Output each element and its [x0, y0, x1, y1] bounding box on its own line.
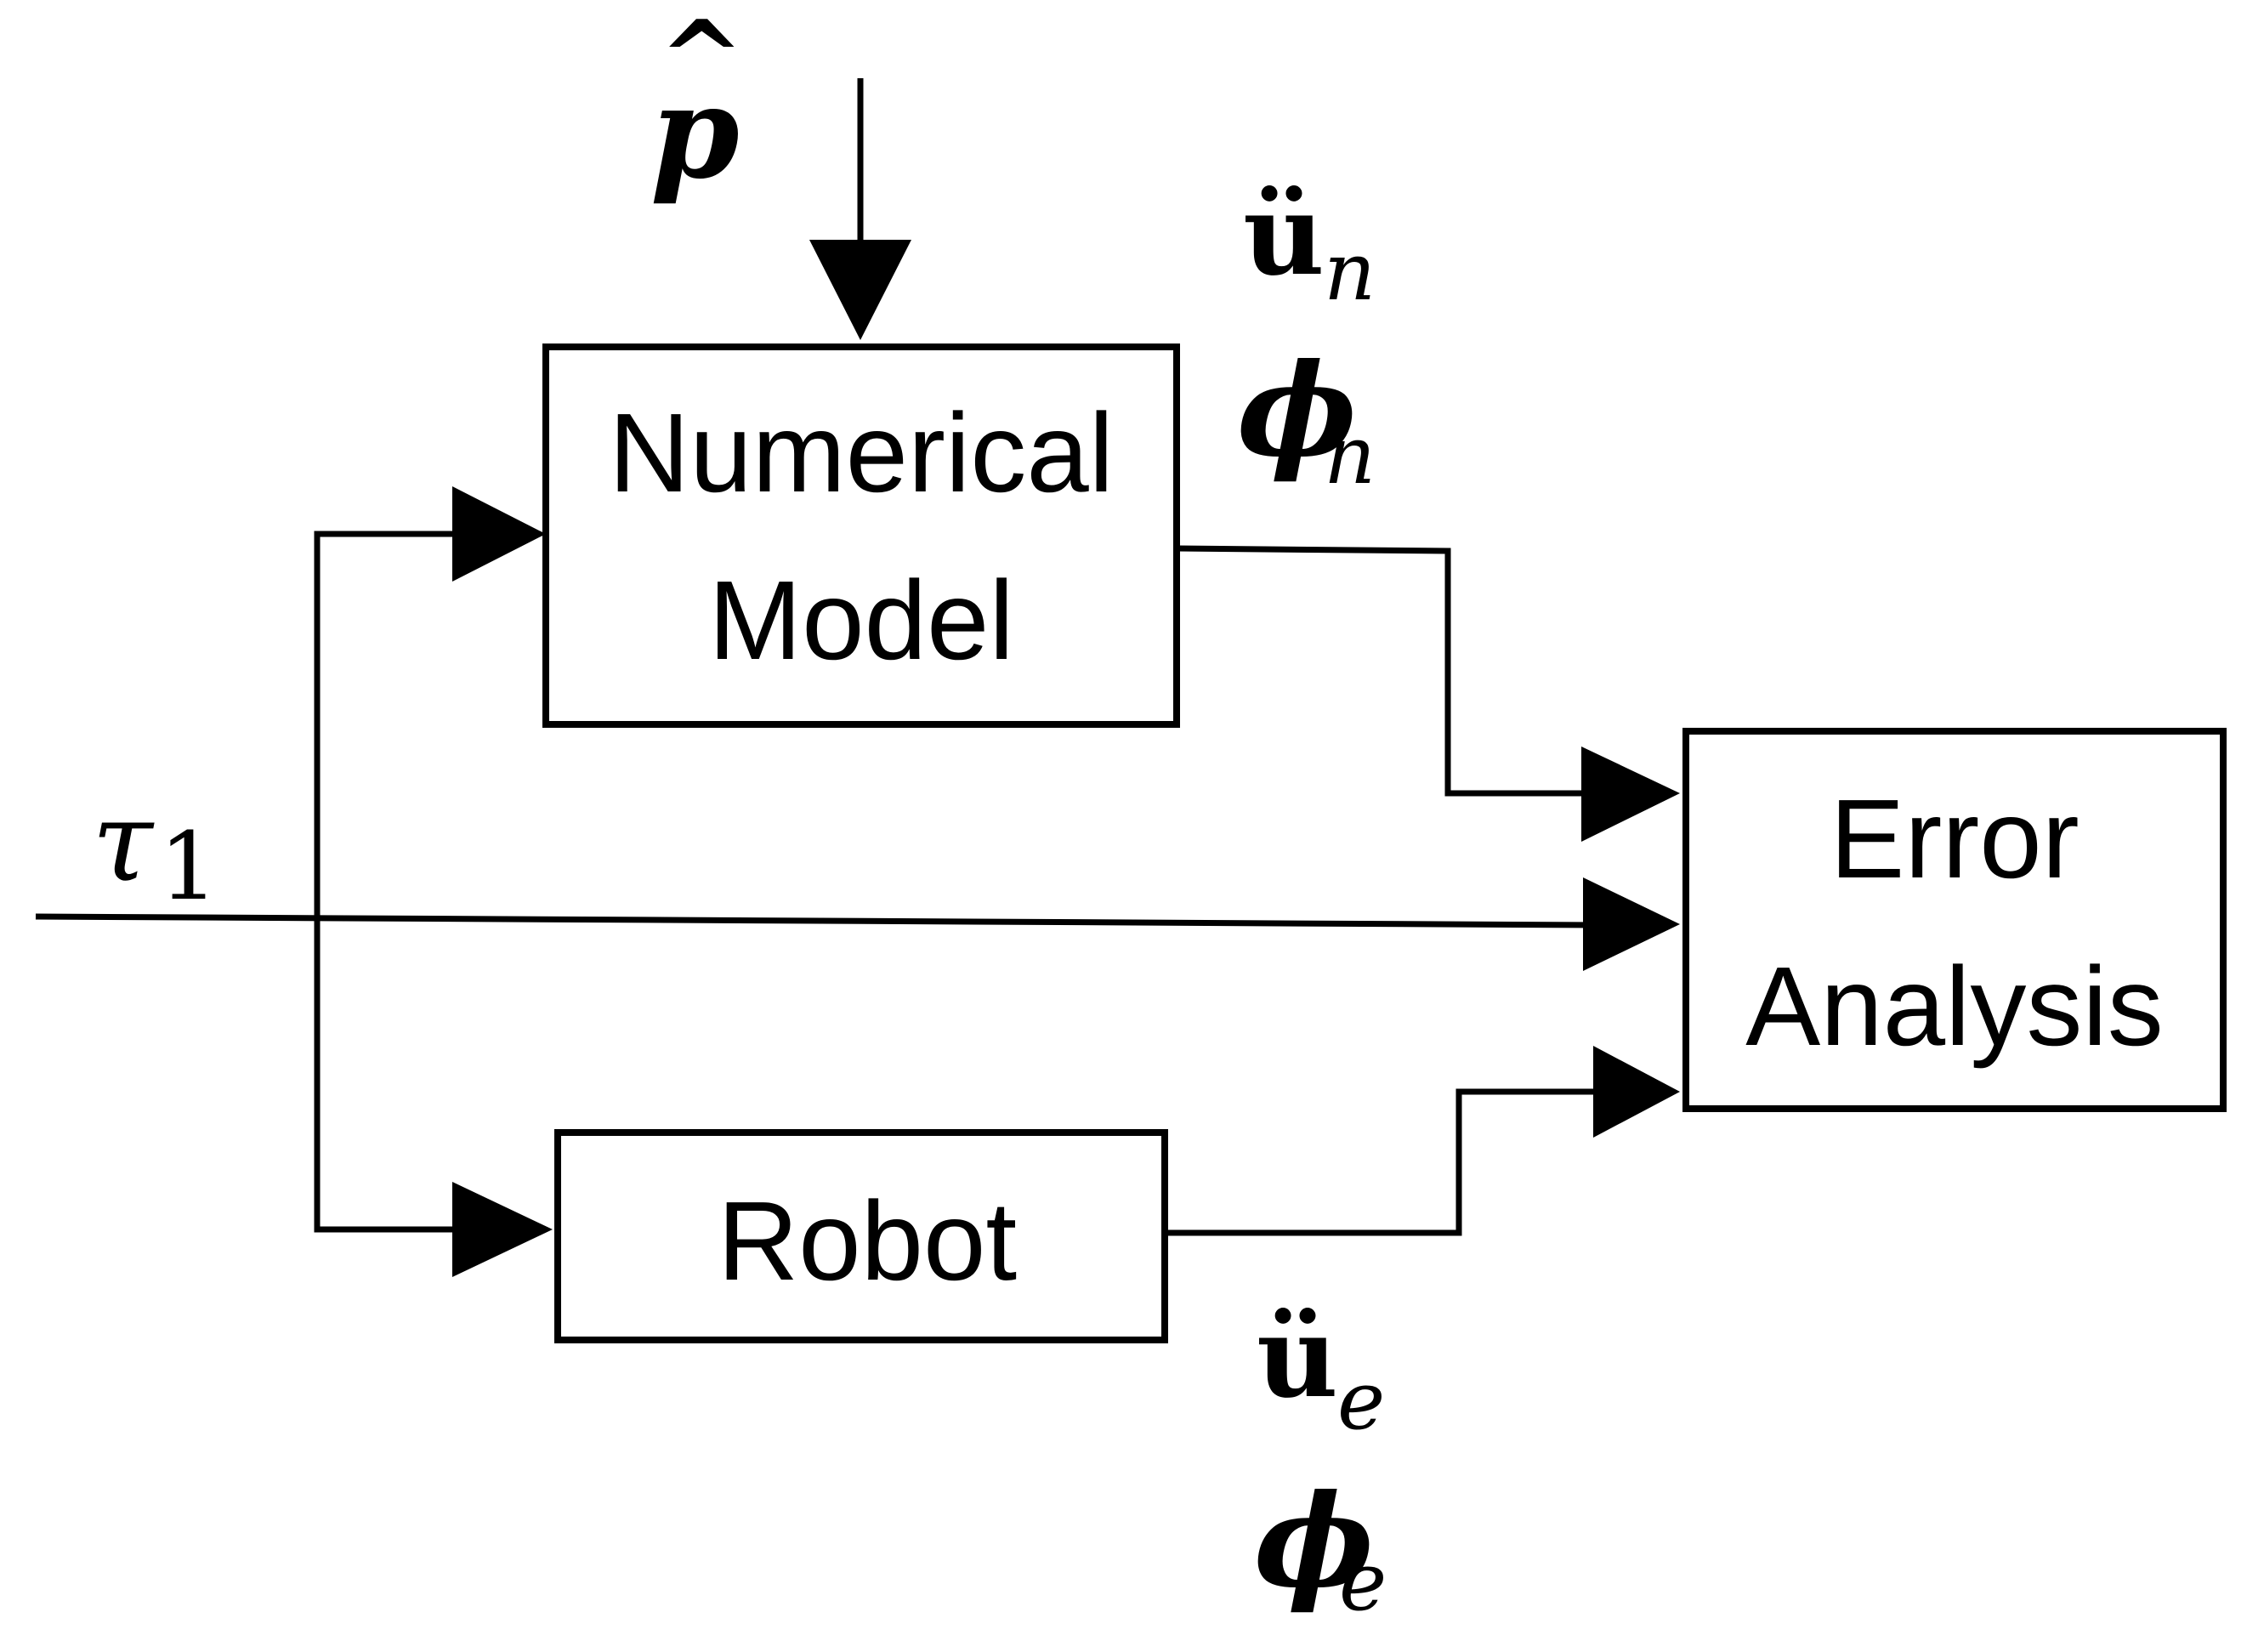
model-angle-subscript: n: [1324, 409, 1376, 502]
robot-outputs-label: ü e ϕ e: [1254, 1292, 1387, 1629]
robot-label: Robot: [718, 1178, 1017, 1303]
param-symbol: p: [650, 58, 740, 207]
param-label: p ^: [650, 0, 745, 207]
model-acc-symbol: ü: [1243, 169, 1325, 301]
robot-angle-symbol: ϕ: [1254, 1467, 1374, 1616]
input-label: τ 1: [92, 777, 218, 921]
model-outputs-label: ü n ϕ n: [1237, 169, 1376, 502]
input-main-arrowhead: [1583, 877, 1680, 971]
robot-angle-subscript: e: [1339, 1536, 1387, 1629]
model-output-wire: [1176, 545, 1590, 797]
robot-output-arrowhead: [1593, 1046, 1680, 1138]
model-acc-subscript: n: [1324, 225, 1376, 319]
robot-output-wire: [1165, 1088, 1598, 1236]
input-main-wire: [35, 913, 1599, 928]
error-analysis-label-line1: Error: [1830, 776, 2079, 901]
numerical-model-label-line1: Numerical: [609, 390, 1114, 515]
param-hat: ^: [659, 0, 745, 118]
error-analysis-label-line2: Analysis: [1745, 944, 2164, 1069]
error-analysis-block: Error Analysis: [1682, 728, 2227, 1112]
robot-acc-subscript: e: [1337, 1354, 1385, 1448]
input-subscript: 1: [159, 812, 218, 921]
model-input-arrowhead: [452, 486, 546, 582]
robot-input-arrowhead: [452, 1182, 553, 1277]
param-arrowhead: [809, 240, 911, 340]
model-angle-symbol: ϕ: [1237, 336, 1357, 485]
numerical-model-block: Numerical Model: [542, 343, 1180, 728]
input-symbol: τ: [92, 777, 155, 906]
robot-acc-symbol: ü: [1257, 1292, 1338, 1423]
numerical-model-label-line2: Model: [708, 558, 1014, 683]
model-output-arrowhead: [1581, 747, 1680, 842]
robot-block: Robot: [554, 1129, 1168, 1343]
input-branch-wire: [314, 531, 455, 1233]
